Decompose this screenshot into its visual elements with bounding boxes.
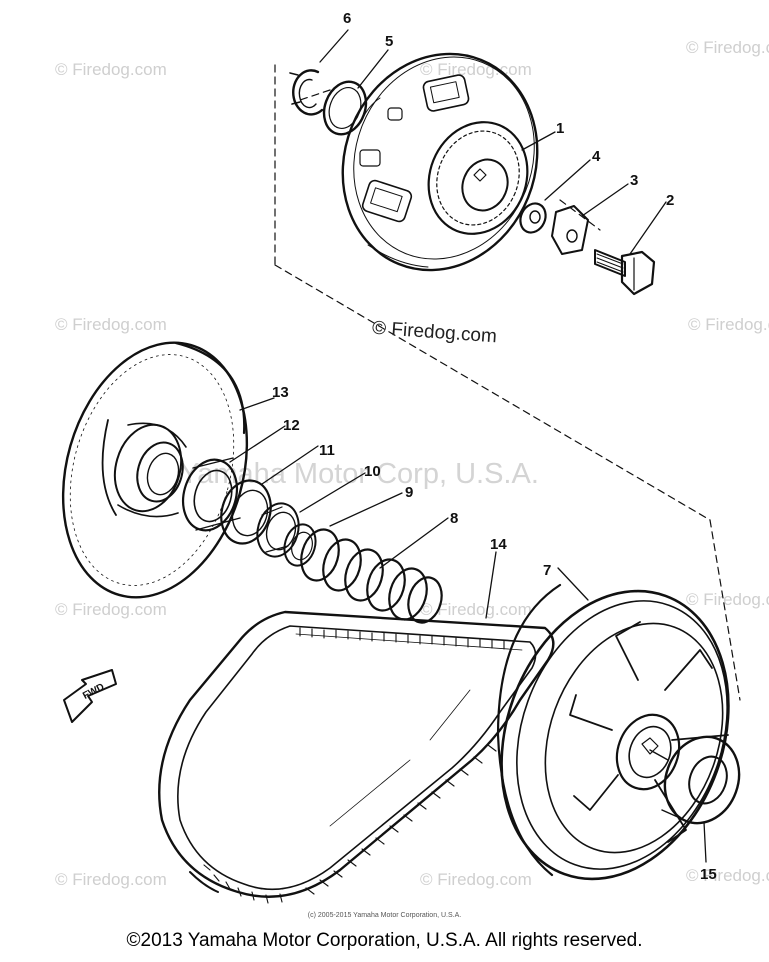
callout-13: 13 (272, 384, 289, 401)
callout-7: 7 (543, 562, 552, 579)
callout-3: 3 (630, 172, 639, 189)
callout-10: 10 (364, 463, 381, 480)
part-3-lock-washer (551, 205, 589, 255)
part-5-ring (322, 80, 368, 136)
watermark: © Firedog.com (55, 870, 167, 889)
callout-9: 9 (405, 484, 414, 501)
footer-copyright: ©2013 Yamaha Motor Corporation, U.S.A. A… (126, 930, 643, 951)
callout-11: 11 (319, 442, 335, 459)
alignment-lines (274, 64, 741, 701)
part-9-spacer (283, 523, 317, 567)
part-6-circlip (289, 69, 324, 116)
watermark: © Firedog.com (686, 38, 769, 57)
faint-center-watermark: Yamaha Motor Corp, U.S.A. (180, 458, 539, 490)
part-14-belt (158, 610, 555, 904)
callout-15: 15 (700, 866, 717, 883)
part-4-washer (519, 202, 547, 234)
part-1-primary-sheave (341, 52, 539, 272)
part-11-bushing (220, 479, 272, 545)
callout-14: 14 (490, 536, 507, 553)
part-8-spring (300, 528, 443, 624)
watermark: © Firedog.com (686, 866, 769, 885)
watermark: © Firedog.com (420, 600, 532, 619)
callout-12: 12 (283, 417, 300, 434)
part-13-sheave (61, 341, 249, 599)
callout-2: 2 (666, 192, 675, 209)
small-copyright: (c) 2005-2015 Yamaha Motor Corporation, … (307, 912, 462, 919)
watermark: © Firedog.com (688, 315, 769, 334)
forward-arrow-icon: FWD (63, 669, 117, 723)
watermark: © Firedog.com (55, 315, 167, 334)
watermark: © Firedog.com (420, 870, 532, 889)
part-12-collar (182, 457, 241, 532)
callout-8: 8 (450, 510, 459, 527)
callout-4: 4 (592, 148, 601, 165)
watermark: © Firedog.com (55, 60, 167, 79)
callout-6: 6 (343, 10, 352, 27)
part-2-bolt (594, 249, 656, 296)
part-7-sheave (496, 583, 730, 881)
watermark: © Firedog.com (55, 600, 167, 619)
callout-5: 5 (385, 33, 394, 50)
watermark: © Firedog.com (686, 590, 769, 609)
leader-lines (229, 29, 707, 863)
callout-1: 1 (556, 120, 565, 137)
part-15-collar (649, 735, 741, 825)
